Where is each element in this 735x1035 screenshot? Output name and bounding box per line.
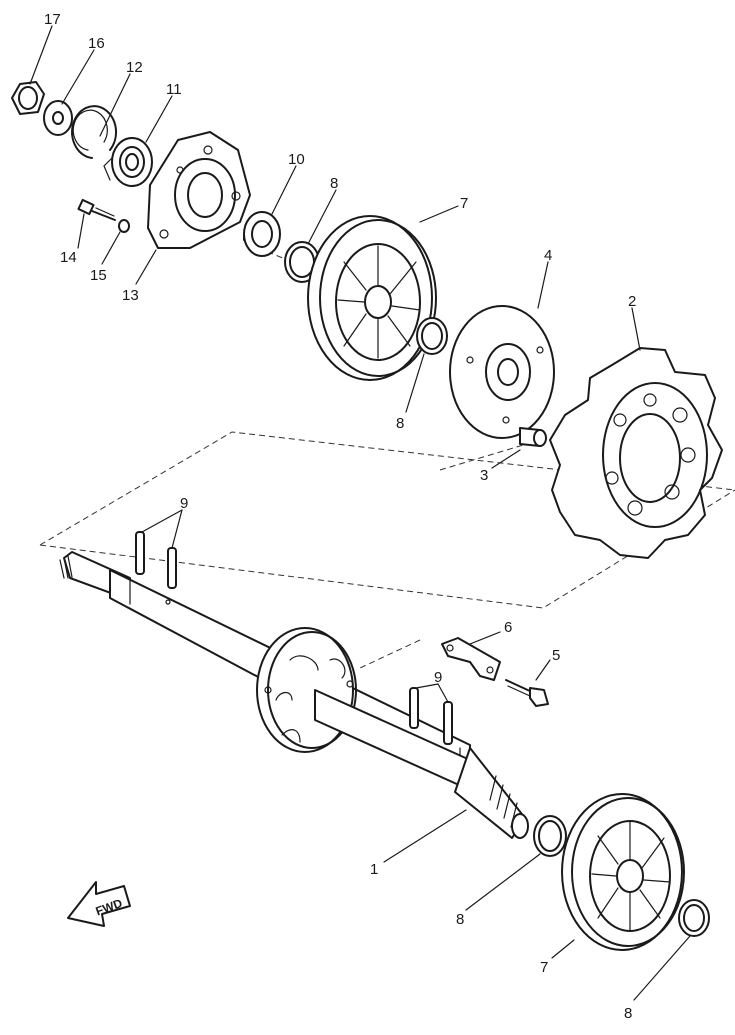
part-8-spacer-lower-a xyxy=(533,815,567,857)
callout-5: 5 xyxy=(552,647,560,664)
part-5-bolt xyxy=(505,679,549,707)
part-4-plate xyxy=(449,305,555,439)
leader-lines xyxy=(29,25,691,1001)
callout-9-lower: 9 xyxy=(434,669,442,686)
callout-10: 10 xyxy=(288,151,305,168)
part-16-washer xyxy=(43,100,73,136)
part-9-roll-pins-lower xyxy=(409,687,453,745)
part-9-roll-pins-upper xyxy=(135,531,177,589)
part-12-circlip xyxy=(71,105,117,159)
part-17-nut xyxy=(11,81,45,115)
callout-3: 3 xyxy=(480,467,488,484)
part-7-idler-wheel-upper xyxy=(307,215,437,381)
part-3-collar xyxy=(519,427,547,447)
part-8-spacer-lower-b xyxy=(678,899,710,937)
callout-8-lower-b: 8 xyxy=(624,1005,632,1022)
part-14-bolt xyxy=(77,198,116,221)
part-7-idler-wheel-lower xyxy=(561,793,685,951)
callout-15: 15 xyxy=(90,267,107,284)
callout-6: 6 xyxy=(504,619,512,636)
callout-numbers: 17 16 12 11 10 8 7 4 2 14 15 13 8 3 9 6 … xyxy=(44,11,636,1022)
forward-direction-arrow: FWD xyxy=(67,881,131,927)
part-1-hub-flange xyxy=(256,627,471,791)
part-8-spacer-middle xyxy=(416,317,448,355)
part-15-lock-washer xyxy=(118,219,130,233)
callout-14: 14 xyxy=(60,249,77,266)
callout-2: 2 xyxy=(628,293,636,310)
callout-7-lower: 7 xyxy=(540,959,548,976)
callout-1: 1 xyxy=(370,861,378,878)
callout-12: 12 xyxy=(126,59,143,76)
part-11-bearing xyxy=(103,137,153,187)
callout-4: 4 xyxy=(544,247,552,264)
callout-17: 17 xyxy=(44,11,61,28)
callout-16: 16 xyxy=(88,35,105,52)
part-1-spline-end xyxy=(454,747,529,839)
callout-13: 13 xyxy=(122,287,139,304)
callout-11: 11 xyxy=(166,81,182,98)
callout-9-upper: 9 xyxy=(180,495,188,512)
part-2-drive-sprocket xyxy=(549,347,723,559)
part-13-bearing-housing xyxy=(147,131,251,249)
callout-8-upper: 8 xyxy=(330,175,338,192)
part-6-bracket xyxy=(441,637,501,681)
callout-8-middle: 8 xyxy=(396,415,404,432)
callout-8-lower-a: 8 xyxy=(456,911,464,928)
callout-7-upper: 7 xyxy=(460,195,468,212)
part-10-oil-seal xyxy=(243,211,281,257)
